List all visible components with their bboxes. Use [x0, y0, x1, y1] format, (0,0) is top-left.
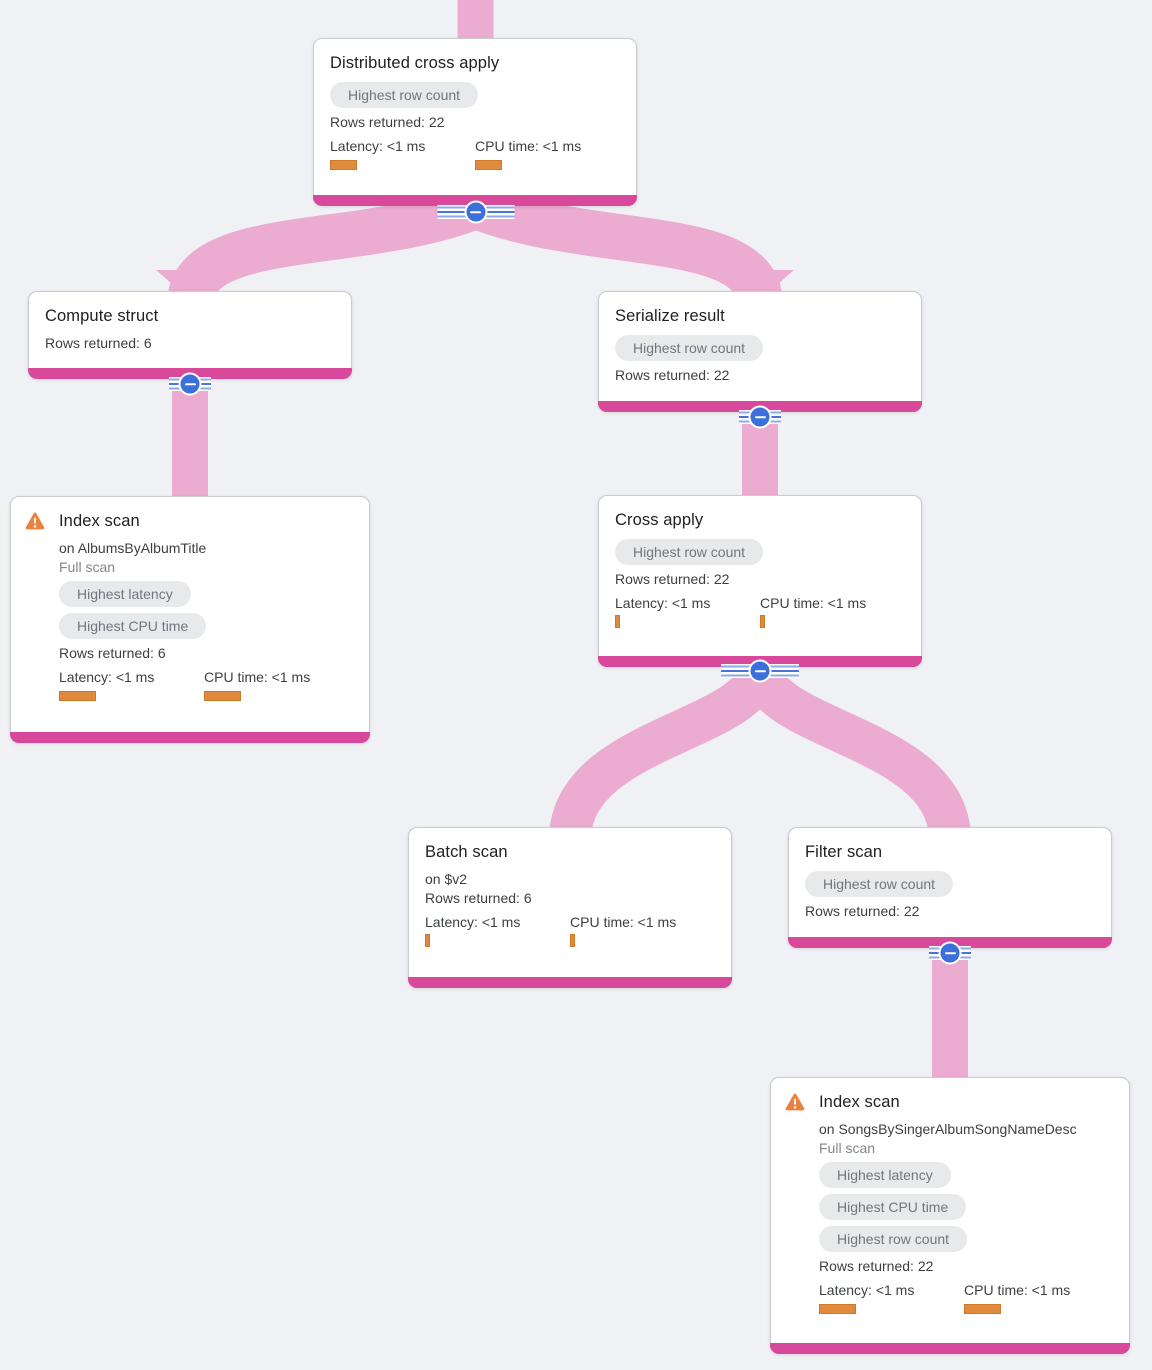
cpu-time-bar: [570, 934, 575, 947]
node-title: Index scan: [819, 1093, 900, 1111]
cpu-time-label: CPU time: <1 ms: [204, 669, 311, 685]
edge-arrow-serialize-result: [726, 270, 794, 300]
node-title: Batch scan: [425, 843, 508, 861]
badge-highest-row-count: Highest row count: [330, 82, 479, 108]
rows-returned-label: Rows returned: 6: [59, 645, 166, 661]
latency-label: Latency: <1 ms: [425, 914, 521, 930]
rows-returned-label: Rows returned: 22: [615, 367, 730, 383]
cpu-time-bar: [760, 615, 765, 628]
node-compute-struct[interactable]: Compute struct Rows returned: 6: [28, 291, 352, 379]
node-serialize-result[interactable]: Serialize result Highest row count Rows …: [598, 291, 922, 412]
cpu-time-label: CPU time: <1 ms: [570, 914, 677, 930]
node-title: Filter scan: [805, 843, 883, 861]
scan-target: on $v2: [425, 871, 468, 887]
minus-icon[interactable]: [938, 941, 962, 965]
latency-bar: [819, 1304, 856, 1314]
node-title: Serialize result: [615, 307, 725, 325]
node-batch-scan[interactable]: Batch scan on $v2 Rows returned: 6 Laten…: [408, 827, 732, 988]
node-accent-bar: [770, 1343, 1130, 1354]
rows-returned-label: Rows returned: 22: [805, 903, 920, 919]
node-cross-apply[interactable]: Cross apply Highest row count Rows retur…: [598, 495, 922, 667]
rows-returned-label: Rows returned: 22: [819, 1258, 934, 1274]
minus-icon[interactable]: [748, 405, 772, 429]
rows-returned-label: Rows returned: 22: [330, 114, 445, 130]
badge-highest-row-count: Highest row count: [615, 539, 764, 565]
edge-cross-apply-to-batch-scan: [549, 662, 781, 842]
badge-highest-cpu-time: Highest CPU time: [819, 1194, 967, 1220]
latency-label: Latency: <1 ms: [59, 669, 155, 685]
badge-highest-row-count: Highest row count: [615, 335, 764, 361]
node-filter-scan[interactable]: Filter scan Highest row count Rows retur…: [788, 827, 1112, 948]
node-distributed-cross-apply[interactable]: Distributed cross apply Highest row coun…: [313, 38, 637, 206]
node-accent-bar: [408, 977, 732, 988]
rows-returned-label: Rows returned: 6: [425, 890, 532, 906]
collapse-button-cross-apply[interactable]: [721, 659, 799, 683]
cpu-time-bar: [964, 1304, 1001, 1314]
cpu-time-label: CPU time: <1 ms: [475, 138, 582, 154]
badge-highest-row-count: Highest row count: [805, 871, 954, 897]
edge-arrow-compute-struct: [156, 270, 224, 300]
badge-highest-cpu-time: Highest CPU time: [59, 613, 207, 639]
cpu-time-label: CPU time: <1 ms: [760, 595, 867, 611]
scan-target: on AlbumsByAlbumTitle: [59, 540, 207, 556]
scan-target: on SongsBySingerAlbumSongNameDesc: [819, 1121, 1077, 1137]
scan-mode: Full scan: [819, 1140, 876, 1156]
rows-returned-label: Rows returned: 6: [45, 335, 152, 351]
minus-icon[interactable]: [178, 372, 202, 396]
badge-highest-latency: Highest latency: [59, 581, 191, 607]
latency-bar: [330, 160, 357, 170]
latency-label: Latency: <1 ms: [819, 1282, 915, 1298]
collapse-button-compute-struct[interactable]: [169, 372, 211, 396]
cpu-time-bar: [204, 691, 241, 701]
node-index-scan-songs[interactable]: Index scan on SongsBySingerAlbumSongName…: [770, 1077, 1130, 1354]
rows-returned-label: Rows returned: 22: [615, 571, 730, 587]
minus-icon[interactable]: [464, 200, 487, 224]
cpu-time-bar: [475, 160, 502, 170]
node-title: Distributed cross apply: [330, 54, 500, 72]
collapse-button-filter-scan[interactable]: [929, 941, 971, 965]
warning-icon: [785, 1093, 805, 1111]
scan-mode: Full scan: [59, 559, 116, 575]
node-accent-bar: [10, 732, 370, 743]
latency-label: Latency: <1 ms: [330, 138, 426, 154]
node-title: Cross apply: [615, 511, 704, 529]
latency-bar: [615, 615, 620, 628]
collapse-button-serialize-result[interactable]: [739, 405, 781, 429]
collapse-button-distributed-cross-apply[interactable]: [437, 200, 514, 224]
edge-cross-apply-to-filter-scan: [739, 662, 971, 842]
warning-icon: [25, 512, 45, 530]
badge-highest-latency: Highest latency: [819, 1162, 951, 1188]
node-index-scan-albums[interactable]: Index scan on AlbumsByAlbumTitle Full sc…: [10, 496, 370, 743]
badge-highest-row-count: Highest row count: [819, 1226, 968, 1252]
latency-label: Latency: <1 ms: [615, 595, 711, 611]
minus-icon[interactable]: [748, 659, 772, 683]
latency-bar: [425, 934, 430, 947]
node-title: Index scan: [59, 512, 140, 530]
latency-bar: [59, 691, 96, 701]
cpu-time-label: CPU time: <1 ms: [964, 1282, 1071, 1298]
node-title: Compute struct: [45, 307, 159, 325]
